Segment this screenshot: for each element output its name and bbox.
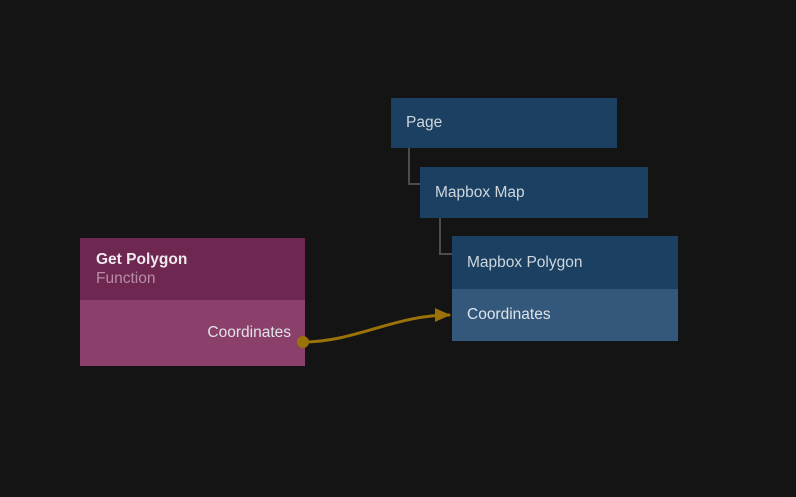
tree-node-page-title: Page: [406, 114, 443, 132]
tree-node-page-header: Page: [391, 98, 617, 148]
function-node-get-polygon-header: Get Polygon Function: [80, 238, 305, 300]
output-port-coordinates-label: Coordinates: [207, 324, 291, 341]
tree-node-mapbox-map-title: Mapbox Map: [435, 183, 525, 201]
tree-node-page[interactable]: Page: [391, 98, 617, 148]
output-port-coordinates-dot[interactable]: [297, 336, 309, 348]
function-node-get-polygon-subtitle: Function: [96, 270, 156, 287]
input-port-coordinates[interactable]: Coordinates: [452, 289, 678, 341]
coordinates-connection-wire[interactable]: [301, 308, 451, 344]
output-port-coordinates[interactable]: Coordinates: [80, 300, 305, 366]
tree-connector-mapbox-map-to-mapbox-polygon: [439, 218, 453, 255]
input-port-coordinates-label: Coordinates: [467, 306, 551, 323]
tree-node-mapbox-map[interactable]: Mapbox Map: [420, 167, 648, 218]
tree-node-mapbox-map-header: Mapbox Map: [420, 167, 648, 218]
function-node-get-polygon[interactable]: Get Polygon Function: [80, 238, 305, 300]
tree-node-mapbox-polygon-header: Mapbox Polygon: [452, 236, 678, 289]
tree-connector-page-to-mapbox-map: [408, 148, 422, 185]
function-node-get-polygon-title: Get Polygon: [96, 250, 188, 268]
tree-node-mapbox-polygon-title: Mapbox Polygon: [467, 253, 583, 271]
tree-node-mapbox-polygon[interactable]: Mapbox Polygon: [452, 236, 678, 289]
